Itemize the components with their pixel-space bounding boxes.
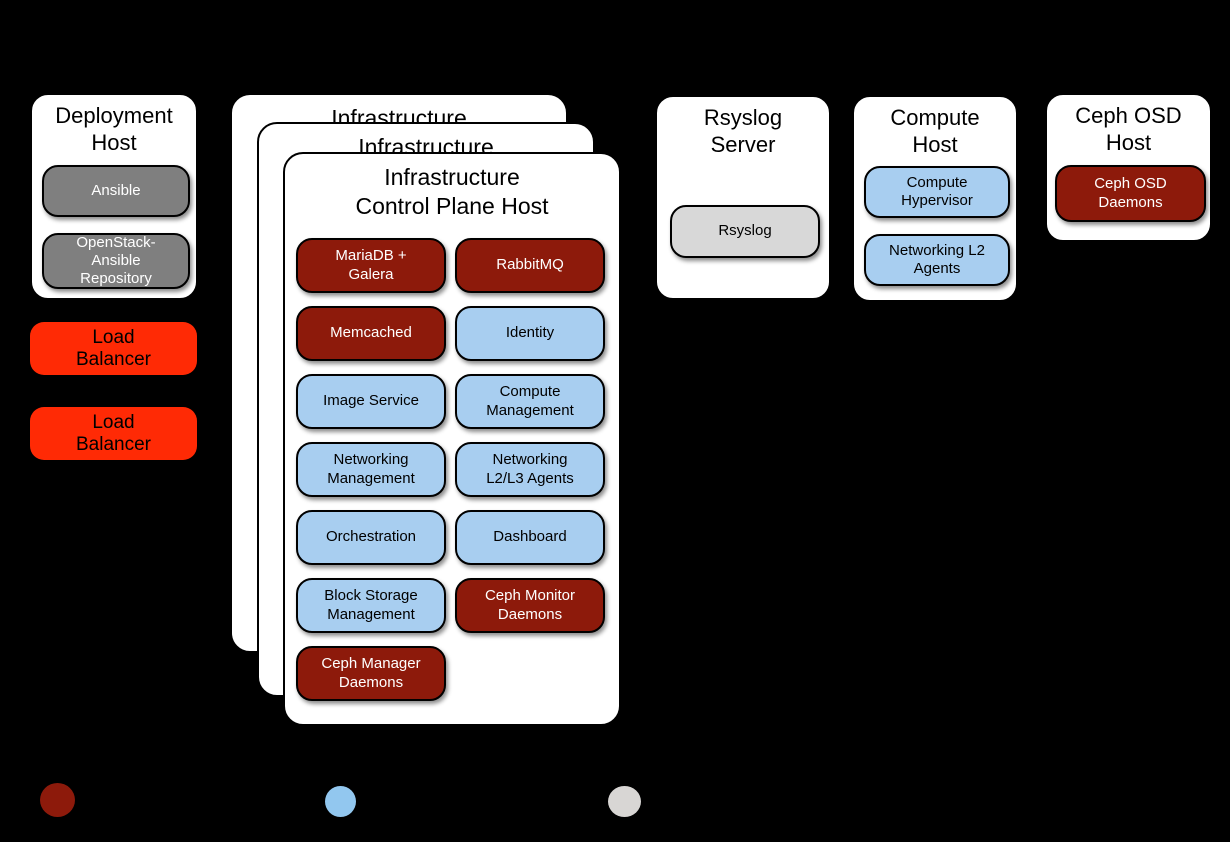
deployment-host-title: Deployment Host <box>55 103 173 155</box>
load-balancer-2: Load Balancer <box>30 407 197 460</box>
service-image-service: Image Service <box>296 374 446 429</box>
service-memcached: Memcached <box>296 306 446 361</box>
service-ceph-monitor-daemons: Ceph Monitor Daemons <box>455 578 605 633</box>
legend-infrastructure-service-dot <box>40 783 75 817</box>
deployment-host-box: Deployment Host Ansible OpenStack-Ansibl… <box>30 93 198 300</box>
service-openstack-ansible-repository: OpenStack-Ansible Repository <box>42 233 190 289</box>
service-identity: Identity <box>455 306 605 361</box>
service-dashboard: Dashboard <box>455 510 605 565</box>
service-block-storage-management-label: Block Storage Management <box>324 587 418 623</box>
service-networking-l2-agents: Networking L2 Agents <box>864 234 1010 286</box>
service-compute-hypervisor: Compute Hypervisor <box>864 166 1010 218</box>
service-rsyslog-label: Rsyslog <box>718 222 772 240</box>
service-networking-l2-l3-agents: Networking L2/L3 Agents <box>455 442 605 497</box>
load-balancer-1-label: Load Balancer <box>76 326 151 370</box>
ceph-osd-host-box: Ceph OSD Host Ceph OSD Daemons <box>1045 93 1212 242</box>
service-ansible-label: Ansible <box>91 181 141 199</box>
service-ceph-osd-daemons: Ceph OSD Daemons <box>1055 165 1206 222</box>
compute-host-box: Compute Host Compute Hypervisor Networki… <box>852 95 1018 302</box>
load-balancer-1: Load Balancer <box>30 322 197 375</box>
service-mariadb-galera: MariaDB + Galera <box>296 238 446 293</box>
service-networking-l2-agents-label: Networking L2 Agents <box>889 241 985 277</box>
service-ceph-manager-daemons-label: Ceph Manager Daemons <box>321 655 421 691</box>
infrastructure-host-box: Infrastructure Control Plane Host MariaD… <box>283 152 621 726</box>
rsyslog-server-title: Rsyslog Server <box>703 105 783 157</box>
rsyslog-server-box: Rsyslog Server Rsyslog <box>655 95 831 300</box>
service-rsyslog: Rsyslog <box>670 205 820 258</box>
service-networking-management: Networking Management <box>296 442 446 497</box>
compute-host-title: Compute Host <box>890 105 980 157</box>
service-dashboard-label: Dashboard <box>493 528 567 546</box>
service-compute-management-label: Compute Management <box>486 383 574 419</box>
service-ceph-manager-daemons: Ceph Manager Daemons <box>296 646 446 701</box>
service-identity-label: Identity <box>505 324 555 342</box>
service-rabbitmq-label: RabbitMQ <box>496 256 564 274</box>
ceph-osd-host-title: Ceph OSD Host <box>1075 103 1182 155</box>
service-ceph-osd-daemons-label: Ceph OSD Daemons <box>1094 175 1167 211</box>
legend-openstack-service-dot <box>325 786 356 817</box>
service-openstack-ansible-repository-label: OpenStack-Ansible Repository <box>76 234 156 287</box>
legend-logging-service-dot <box>608 786 641 817</box>
infrastructure-host-title-line2: Control Plane Host <box>355 192 549 219</box>
load-balancer-2-label: Load Balancer <box>76 411 151 455</box>
service-ansible: Ansible <box>42 165 190 217</box>
service-orchestration: Orchestration <box>296 510 446 565</box>
service-image-service-label: Image Service <box>323 392 419 410</box>
service-networking-management-label: Networking Management <box>327 451 415 487</box>
service-memcached-label: Memcached <box>330 324 412 342</box>
infrastructure-host-title-line1: Infrastructure <box>384 164 520 190</box>
service-ceph-monitor-daemons-label: Ceph Monitor Daemons <box>484 587 576 623</box>
service-orchestration-label: Orchestration <box>325 528 417 546</box>
service-networking-l2-l3-agents-label: Networking L2/L3 Agents <box>486 451 574 487</box>
service-block-storage-management: Block Storage Management <box>296 578 446 633</box>
service-mariadb-galera-label: MariaDB + Galera <box>335 247 407 283</box>
service-rabbitmq: RabbitMQ <box>455 238 605 293</box>
service-compute-hypervisor-label: Compute Hypervisor <box>901 173 973 209</box>
service-compute-management: Compute Management <box>455 374 605 429</box>
